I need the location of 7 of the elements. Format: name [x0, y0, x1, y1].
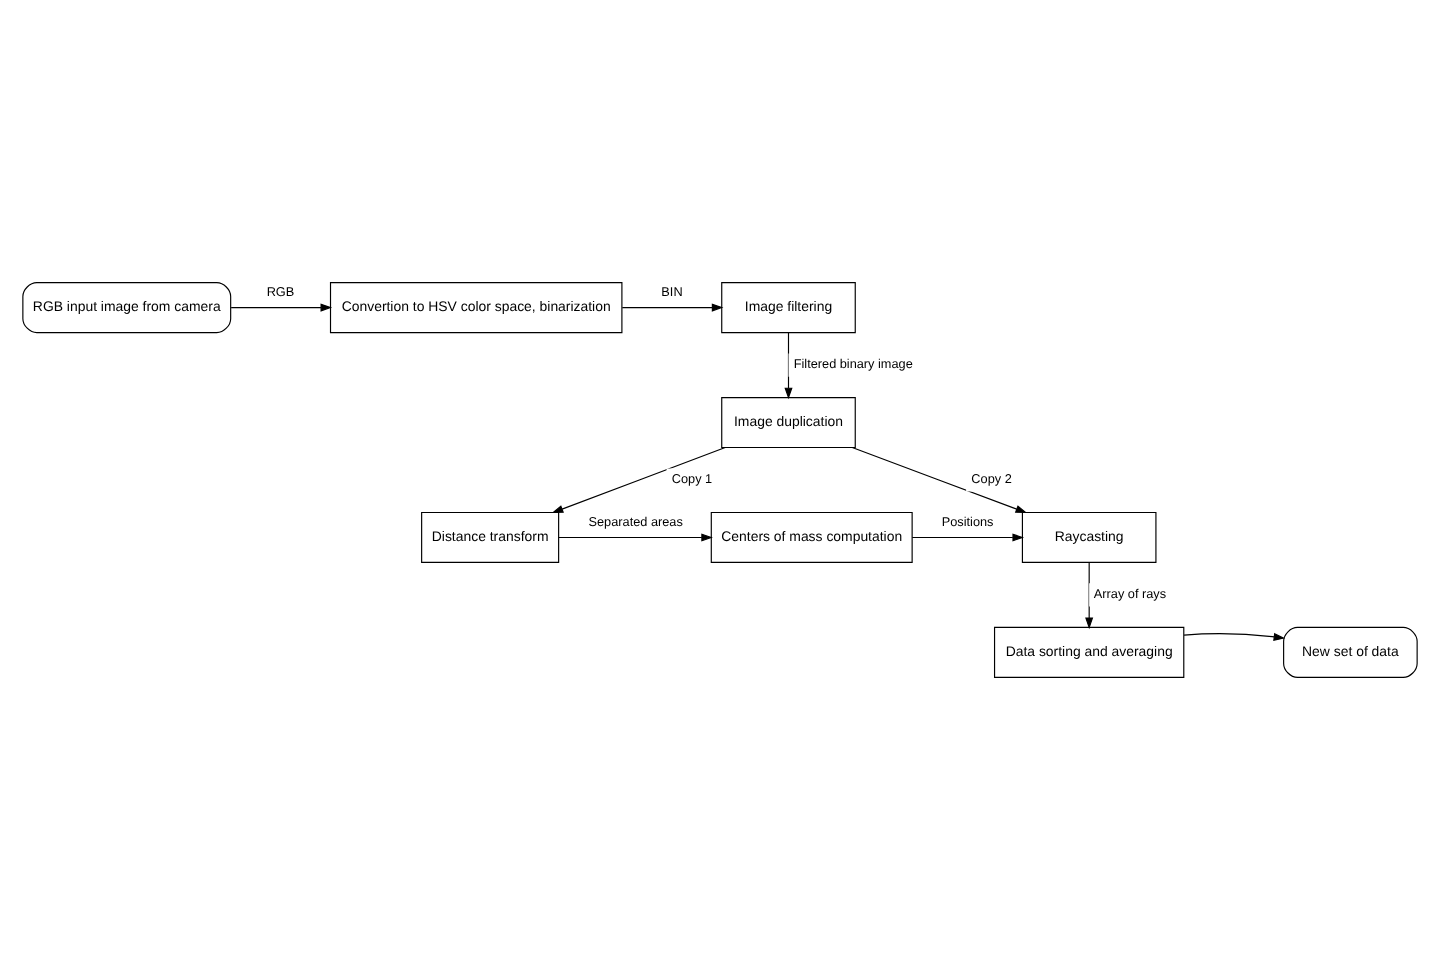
- arrow: [230, 303, 333, 312]
- arrow: [621, 303, 724, 312]
- arrow: [911, 533, 1025, 542]
- arrow: [1183, 632, 1286, 641]
- arrow: [551, 447, 726, 514]
- arrow: [558, 533, 713, 542]
- arrow: [851, 447, 1028, 514]
